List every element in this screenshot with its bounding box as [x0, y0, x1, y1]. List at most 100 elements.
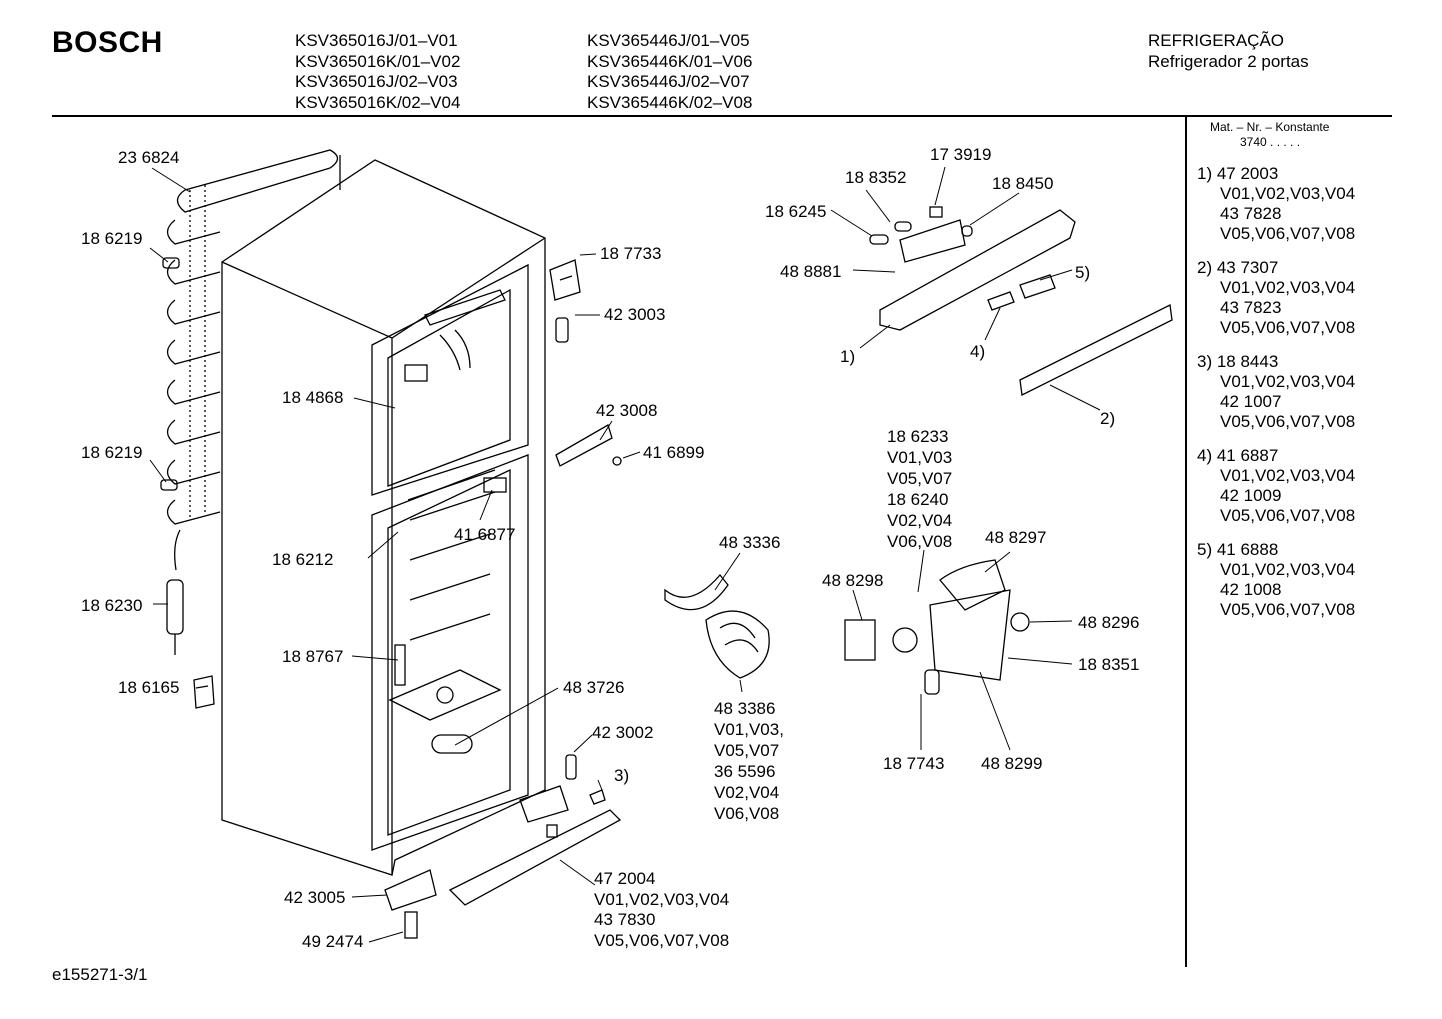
part-label: 3)	[614, 766, 630, 785]
part-label: V05,V06,V07,V08	[594, 930, 730, 950]
part-label: 43 7830	[594, 910, 656, 929]
part-label: 42 3003	[604, 305, 666, 324]
part-label-group: 48 3386 V01,V03, V05,V07 36 5596 V02,V04…	[714, 698, 784, 824]
model-item: KSV365446J/02–V07	[587, 72, 750, 91]
clip-part	[193, 675, 215, 709]
note-line: 5) 41 6888	[1197, 540, 1279, 559]
note-line: 42 1009	[1220, 486, 1282, 505]
part-label: V06,V08	[887, 532, 953, 551]
part-label: V01,V03	[887, 448, 953, 467]
model-item: KSV365446K/02–V08	[587, 92, 753, 112]
part-label: V06,V08	[714, 804, 780, 823]
part-label: 41 6877	[454, 525, 516, 544]
model-item: KSV365016J/01–V01	[295, 31, 458, 50]
part-label: 42 3005	[284, 888, 346, 907]
note-line: V05,V06,V07,V08	[1220, 224, 1356, 243]
part-label: 48 3726	[563, 678, 625, 697]
category-subtitle: Refrigerador 2 portas	[1148, 52, 1309, 71]
drier-filter	[166, 579, 184, 635]
part-label: 18 4868	[282, 388, 344, 407]
variant-note: 3) 18 8443 V01,V02,V03,V04 42 1007 V05,V…	[1197, 352, 1417, 432]
cabinet-body	[221, 159, 546, 876]
model-item: KSV365016K/01–V02	[295, 51, 461, 71]
category-title: REFRIGERAÇÃO	[1148, 31, 1285, 50]
note-line: V01,V02,V03,V04	[1220, 560, 1356, 579]
hinge-bottom	[519, 785, 569, 823]
part-label: 18 6230	[81, 596, 143, 615]
part-label: 18 7733	[600, 244, 662, 263]
nameplate	[1019, 304, 1173, 396]
part-label: 18 8450	[992, 174, 1054, 193]
part-label: V05,V07	[714, 741, 780, 760]
thermostat	[844, 619, 876, 661]
thermostat-knob	[899, 219, 966, 263]
part-label: 49 2474	[302, 932, 364, 951]
part-label: V01,V02,V03,V04	[594, 889, 730, 909]
part-label: 18 8767	[282, 647, 344, 666]
part-label: 48 8296	[1078, 613, 1140, 632]
part-label: 18 6245	[765, 202, 827, 221]
hinge-pin	[555, 317, 569, 343]
model-list-1: KSV365016J/01–V01 KSV365016K/01–V02 KSV3…	[295, 31, 460, 113]
model-item: KSV365446K/01–V06	[587, 51, 753, 71]
note-line: V01,V02,V03,V04	[1220, 372, 1356, 391]
note-line: V01,V02,V03,V04	[1220, 184, 1356, 203]
variant-note: 1) 47 2003 V01,V02,V03,V04 43 7828 V05,V…	[1197, 164, 1417, 244]
control-panel	[879, 209, 1076, 331]
model-list-2: KSV365446J/01–V05 KSV365446K/01–V06 KSV3…	[587, 31, 752, 113]
note-line: 2) 43 7307	[1197, 258, 1279, 277]
part-label: V01,V03,	[714, 720, 784, 739]
part-label: 2)	[1100, 409, 1116, 428]
part-label: 18 6233	[887, 427, 949, 446]
part-label: 48 8297	[985, 528, 1047, 547]
part-label: V02,V04	[887, 511, 953, 530]
mat-label: Mat. – Nr. – Konstante	[1210, 120, 1330, 134]
note-line: 4) 41 6887	[1197, 446, 1279, 465]
hinge-block	[483, 477, 507, 493]
part-label: V05,V07	[887, 469, 953, 488]
note-line: V01,V02,V03,V04	[1220, 466, 1356, 485]
note-line: 43 7828	[1220, 204, 1282, 223]
part-label: 18 8351	[1078, 655, 1140, 674]
exploded-parts-drawing	[149, 149, 1173, 943]
part-label: 1)	[840, 347, 856, 366]
part-label: 18 6240	[887, 490, 949, 509]
part-label: 41 6899	[643, 443, 705, 462]
note-line: 42 1007	[1220, 392, 1282, 411]
note-line: 42 1008	[1220, 580, 1282, 599]
part-label: 36 5596	[714, 762, 776, 781]
part-label: 18 6212	[272, 550, 334, 569]
part-label: 48 3386	[714, 699, 776, 718]
fan-housing	[939, 559, 1006, 611]
part-label: 18 8352	[845, 168, 907, 187]
note-line: V05,V06,V07,V08	[1220, 412, 1356, 431]
variant-note: 4) 41 6887 V01,V02,V03,V04 42 1009 V05,V…	[1197, 446, 1417, 526]
part-label: 4)	[970, 342, 986, 361]
hinge-middle	[555, 424, 613, 467]
model-item: KSV365446J/01–V05	[587, 31, 750, 50]
condenser-coil	[160, 149, 341, 571]
variant-note: 5) 41 6888 V01,V02,V03,V04 42 1008 V05,V…	[1197, 540, 1417, 620]
note-line: V05,V06,V07,V08	[1220, 600, 1356, 619]
mat-value: 3740 . . . . .	[1240, 135, 1301, 149]
part-label: 48 8298	[822, 571, 884, 590]
note-line: V05,V06,V07,V08	[1220, 318, 1356, 337]
model-item: KSV365016K/02–V04	[295, 92, 461, 112]
part-label: 23 6824	[118, 148, 180, 167]
variant-note: 2) 43 7307 V01,V02,V03,V04 43 7823 V05,V…	[1197, 258, 1417, 338]
note-line: 43 7823	[1220, 298, 1282, 317]
note-line: 3) 18 8443	[1197, 352, 1279, 371]
part-label: 17 3919	[930, 145, 992, 164]
part-label: 48 3336	[719, 533, 781, 552]
note-line: 1) 47 2003	[1197, 164, 1279, 183]
part-label: V02,V04	[714, 783, 780, 802]
part-label: 18 6219	[81, 443, 143, 462]
hinge-lower	[384, 869, 437, 911]
part-label: 48 8881	[780, 262, 842, 281]
header-divider	[52, 115, 1392, 117]
part-label: 48 8299	[981, 754, 1043, 773]
part-label: 47 2004	[594, 869, 656, 888]
leader-lines	[149, 166, 1101, 943]
sidebar-divider	[1185, 117, 1187, 967]
part-label: 18 7743	[883, 754, 945, 773]
